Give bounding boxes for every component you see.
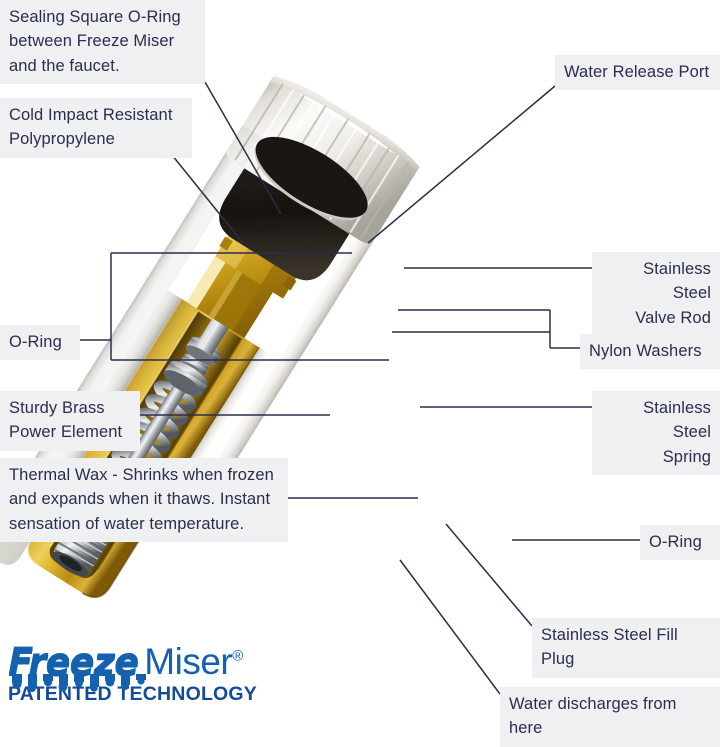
callout-water-discharges-from-here: Water discharges from here — [500, 687, 720, 747]
washer-stack — [163, 336, 221, 397]
callout-sealing-square-o-ring: Sealing Square O-Ring between Freeze Mis… — [0, 0, 205, 85]
logo-freeze-wordmark: Freeze — [8, 640, 139, 683]
logo-drip-decoration — [12, 674, 146, 692]
callout-water-release-port: Water Release Port — [555, 55, 720, 91]
logo-miser-text: Miser — [144, 641, 233, 682]
callout-stainless-steel-spring: Stainless Steel Spring — [592, 391, 720, 476]
callout-thermal-wax: Thermal Wax - Shrinks when frozen and ex… — [0, 458, 288, 543]
logo-tagline: PATENTED TECHNOLOGY — [8, 683, 257, 706]
callout-nylon-washers: Nylon Washers — [580, 334, 720, 370]
logo-miser-wordmark: Miser® — [144, 641, 243, 682]
callout-sturdy-brass-power-element: Sturdy Brass Power Element — [0, 391, 140, 451]
callout-o-ring-left: O-Ring — [0, 325, 80, 361]
registered-trademark-icon: ® — [232, 647, 243, 665]
callout-o-ring-right: O-Ring — [640, 525, 720, 561]
callout-stainless-steel-valve-rod: Stainless Steel Valve Rod — [592, 252, 720, 337]
callout-cold-impact-resistant-polypropylene: Cold Impact Resistant Polypropylene — [0, 98, 192, 158]
brand-logo: Freeze Miser® PATENTED TECHNOLOGY — [8, 640, 257, 706]
callout-stainless-steel-fill-plug: Stainless Steel Fill Plug — [532, 618, 720, 678]
